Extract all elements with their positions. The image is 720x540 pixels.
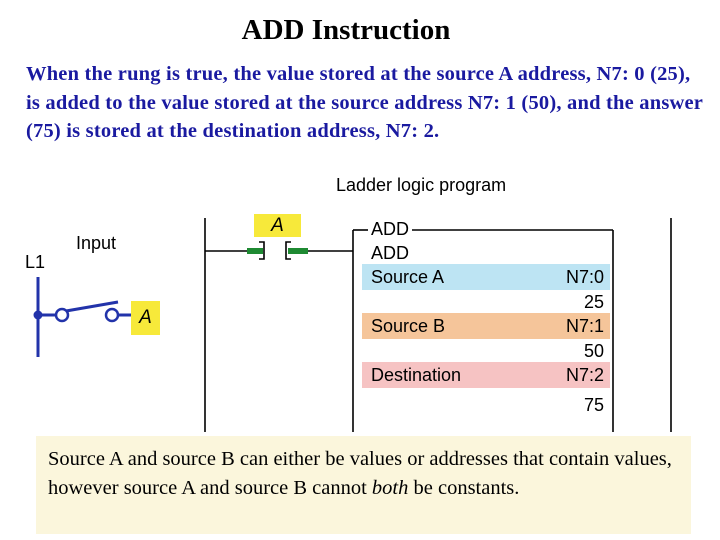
contact-bracket-right [285, 241, 291, 260]
page-title: ADD Instruction [241, 14, 451, 46]
note-text-start: Source A and source B can either be valu… [48, 448, 672, 499]
block-header: ADD [371, 219, 410, 239]
destination-value: 75 [583, 395, 604, 415]
input-label: Input [76, 233, 117, 253]
contact-marker-right [288, 248, 308, 254]
intro-paragraph: When the rung is true, the value stored … [26, 63, 703, 142]
switch-blade [65, 300, 119, 313]
program-title: Ladder logic program [336, 175, 507, 195]
switch-tag: A [131, 301, 160, 335]
source-a-label: Source A [371, 267, 445, 287]
contact-tag: A [254, 214, 301, 237]
note-emphasis: both [371, 477, 409, 499]
switch-terminal-right [104, 307, 120, 323]
l1-label: L1 [25, 252, 46, 272]
source-b-value: 50 [583, 341, 604, 361]
note-text-end: be constants. [408, 477, 520, 499]
contact-marker-left [247, 248, 263, 254]
destination-highlight [362, 362, 610, 388]
destination-address: N7:2 [565, 365, 604, 385]
switch-terminal-left [54, 307, 70, 323]
note-box: Source A and source B can either be valu… [36, 436, 691, 534]
source-a-address: N7:0 [565, 267, 604, 287]
source-b-address: N7:1 [565, 316, 604, 336]
contact-bracket-left [259, 241, 265, 260]
destination-label: Destination [371, 365, 462, 385]
source-b-label: Source B [371, 316, 446, 336]
instruction-name: ADD [371, 243, 410, 263]
source-a-highlight [362, 264, 610, 290]
source-a-value: 25 [583, 292, 604, 312]
junction-dot [33, 310, 43, 320]
source-b-highlight [362, 313, 610, 339]
